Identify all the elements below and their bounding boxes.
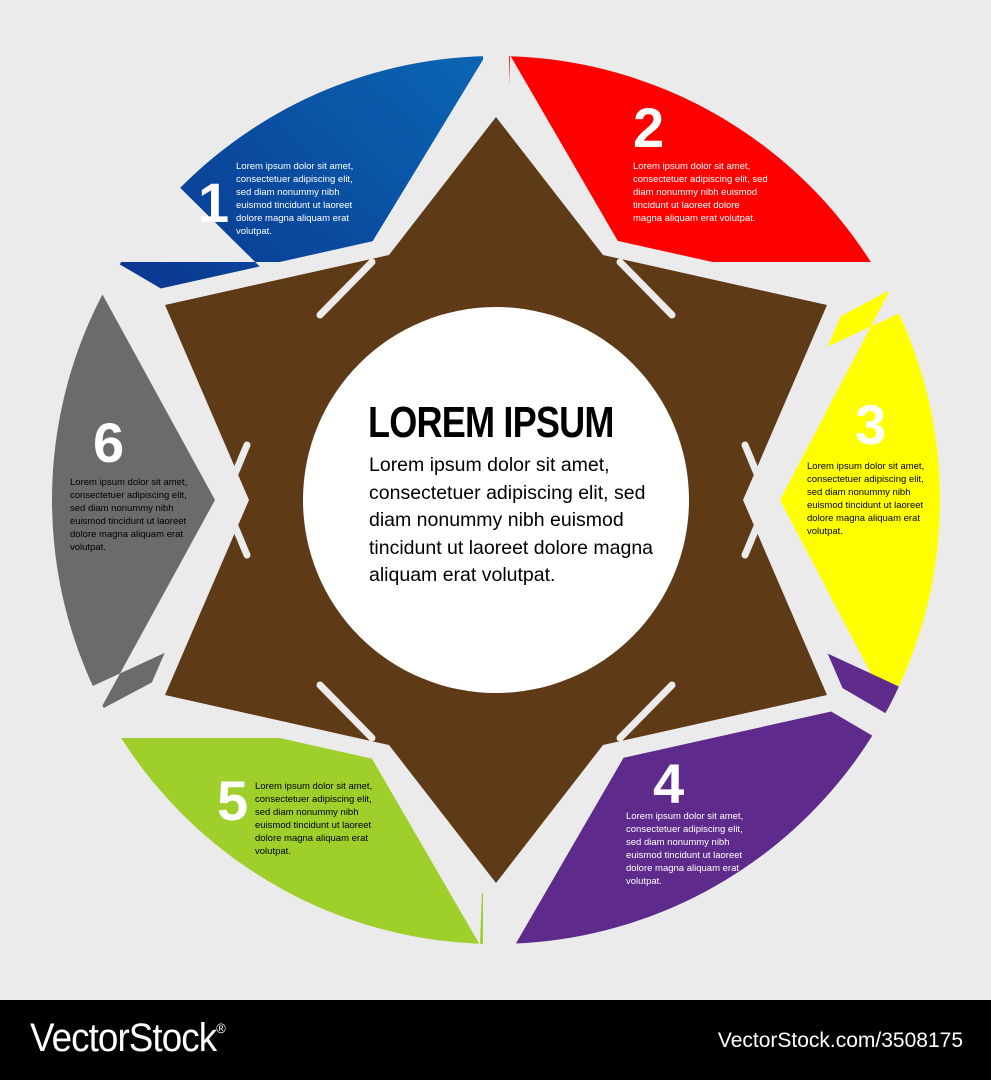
segment-3-number: 3 (855, 393, 887, 456)
segment-5-number: 5 (217, 769, 249, 832)
registered-mark: ® (216, 1020, 226, 1036)
segment-6-number: 6 (93, 411, 125, 474)
footer-bar: VectorStock® VectorStock.com/3508175 (0, 1000, 991, 1080)
segment-6-text: Lorem ipsum dolor sit amet, consectetuer… (70, 477, 188, 553)
vectorstock-logo[interactable]: VectorStock® (30, 1016, 226, 1061)
segment-3-text: Lorem ipsum dolor sit amet, consectetuer… (807, 461, 925, 537)
segment-1-text: Lorem ipsum dolor sit amet, consectetuer… (236, 161, 354, 237)
segment-4-number: 4 (653, 752, 685, 815)
star-notches (220, 258, 772, 742)
hexagram-diagram: 1 2 3 4 5 6 Lorem ipsum dolor sit amet, … (52, 56, 940, 944)
center-circle (303, 307, 689, 693)
segment-3-shape (496, 262, 940, 738)
center-body: Lorem ipsum dolor sit amet, consectetuer… (369, 454, 654, 586)
image-id-link[interactable]: VectorStock.com/3508175 (717, 1029, 963, 1052)
segment-6-shape (52, 262, 496, 738)
center-title: LOREM IPSUM (368, 398, 614, 447)
diagram-graphic (52, 56, 940, 944)
segment-2-text: Lorem ipsum dolor sit amet, consectetuer… (633, 161, 768, 224)
segment-5-text: Lorem ipsum dolor sit amet, consectetuer… (255, 781, 373, 857)
segment-2-number: 2 (633, 96, 665, 159)
brand-name: VectorStock (30, 1016, 217, 1060)
segment-1-number: 1 (198, 171, 230, 234)
segment-4-text: Lorem ipsum dolor sit amet, consectetuer… (626, 811, 744, 887)
